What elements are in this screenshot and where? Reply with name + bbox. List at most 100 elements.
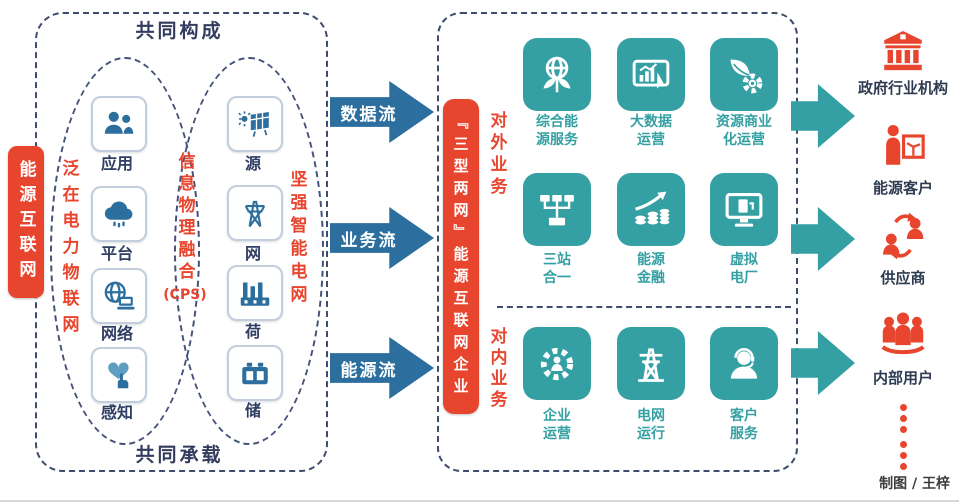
energy-flow-arrow: 能源流 bbox=[330, 337, 434, 399]
out-arrow-2 bbox=[791, 207, 855, 271]
tile-application bbox=[91, 96, 147, 152]
tile-grid bbox=[227, 185, 283, 241]
label-line: 金融 bbox=[637, 270, 665, 286]
ellipsis-dot bbox=[900, 404, 907, 411]
globe-leaves-icon bbox=[535, 53, 579, 97]
transmission-tower-icon bbox=[237, 195, 273, 231]
tile-energy-service bbox=[523, 38, 591, 111]
label-line: 电厂 bbox=[730, 270, 758, 286]
people-icon bbox=[101, 106, 137, 142]
tile-big-data-label: 大数据 运营 bbox=[605, 113, 697, 149]
label-line: 资源商业 bbox=[716, 114, 772, 130]
tile-three-station-label: 三站 合一 bbox=[511, 251, 603, 287]
ellipsis-dot bbox=[900, 463, 907, 470]
label-line: 运行 bbox=[637, 426, 665, 442]
tile-customer-service bbox=[710, 327, 778, 400]
label-line: 电网 bbox=[637, 408, 665, 424]
label-line: 三站 bbox=[543, 252, 571, 268]
solar-panel-icon bbox=[237, 106, 273, 142]
label-line: 能源 bbox=[637, 252, 665, 268]
tile-enterprise-op bbox=[523, 327, 591, 400]
label-line: 大数据 bbox=[630, 114, 672, 130]
cps-vertical-label: 信息物理融合 (CPS) bbox=[163, 152, 207, 303]
cps-suffix: (CPS) bbox=[163, 287, 207, 303]
credit-text: 制图 / 王梓 bbox=[879, 476, 950, 492]
tile-sense-label: 感知 bbox=[100, 403, 133, 422]
government-building-icon bbox=[877, 26, 929, 76]
tile-load-label: 荷 bbox=[244, 322, 261, 341]
tile-source-label: 源 bbox=[244, 154, 261, 173]
stakeholder-government-label: 政府行业机构 bbox=[857, 79, 948, 97]
tile-load bbox=[227, 265, 283, 321]
stakeholder-internal-label: 内部用户 bbox=[872, 369, 933, 387]
tile-sense bbox=[91, 347, 147, 403]
tile-source bbox=[227, 96, 283, 152]
tile-resource-commercial-label: 资源商业 化运营 bbox=[698, 113, 790, 149]
headset-agent-icon bbox=[722, 342, 766, 386]
tile-big-data bbox=[617, 38, 685, 111]
stakeholder-customer-label: 能源客户 bbox=[872, 179, 933, 197]
iot-vertical-label: 泛在电力物联网 bbox=[58, 159, 79, 341]
tile-storage-label: 储 bbox=[244, 401, 261, 420]
tile-grid-run-label: 电网 运行 bbox=[605, 407, 697, 443]
label-line: 虚拟 bbox=[730, 252, 758, 268]
ellipsis-dot bbox=[900, 452, 907, 459]
label-line: 客户 bbox=[730, 408, 758, 424]
tile-grid-label: 网 bbox=[244, 244, 261, 263]
heart-hand-icon bbox=[101, 357, 137, 393]
tile-storage bbox=[227, 345, 283, 401]
tile-platform bbox=[91, 186, 147, 242]
leaf-gear-icon bbox=[722, 53, 766, 97]
supplier-exchange-icon bbox=[877, 210, 929, 262]
label-line: 化运营 bbox=[723, 132, 765, 148]
org-tree-icon bbox=[535, 188, 579, 232]
label-line: 运营 bbox=[637, 132, 665, 148]
tile-resource-commercial bbox=[710, 38, 778, 111]
tile-grid-run bbox=[617, 327, 685, 400]
tile-three-station bbox=[523, 173, 591, 246]
label-line: 源服务 bbox=[536, 132, 578, 148]
globe-laptop-icon bbox=[101, 278, 137, 314]
internal-users-icon bbox=[875, 306, 931, 360]
enterprise-center-label: 『三型两网』能源互联网企业 bbox=[443, 99, 479, 414]
power-plant-icon bbox=[237, 275, 273, 311]
tile-application-label: 应用 bbox=[100, 154, 133, 173]
cloud-icon bbox=[101, 196, 137, 232]
smart-grid-vertical-label: 坚强智能电网 bbox=[286, 170, 307, 308]
energy-internet-label: 能源互联网 bbox=[8, 146, 44, 298]
business-flow-arrow: 业务流 bbox=[330, 207, 434, 269]
label-line: 综合能 bbox=[536, 114, 578, 130]
tile-virtual-plant-label: 虚拟 电厂 bbox=[698, 251, 790, 287]
left-box-bottom-title: 共同承载 bbox=[135, 444, 224, 466]
tile-energy-service-label: 综合能 源服务 bbox=[511, 113, 603, 149]
ellipsis-dot bbox=[900, 426, 907, 433]
stakeholder-supplier-label: 供应商 bbox=[880, 269, 926, 287]
tile-energy-finance bbox=[617, 173, 685, 246]
tile-network bbox=[91, 268, 147, 324]
coins-arrow-icon bbox=[629, 188, 673, 232]
ellipsis-dot bbox=[900, 441, 907, 448]
grid-ellipse bbox=[174, 57, 324, 445]
tower-white-icon bbox=[629, 342, 673, 386]
ellipsis-dot bbox=[900, 415, 907, 422]
tablet-chart-icon bbox=[629, 53, 673, 97]
battery-icon bbox=[237, 355, 273, 391]
label-line: 企业 bbox=[543, 408, 571, 424]
tile-customer-service-label: 客户 服务 bbox=[698, 407, 790, 443]
tile-network-label: 网络 bbox=[100, 324, 133, 343]
monitor-icon bbox=[722, 188, 766, 232]
energy-customer-icon bbox=[879, 120, 929, 172]
gear-person-icon bbox=[535, 342, 579, 386]
data-flow-arrow: 数据流 bbox=[330, 81, 434, 143]
left-box-top-title: 共同构成 bbox=[135, 20, 224, 42]
business-section-divider bbox=[497, 306, 791, 308]
external-business-label: 对外业务 bbox=[486, 111, 507, 199]
tile-energy-finance-label: 能源 金融 bbox=[605, 251, 697, 287]
label-line: 服务 bbox=[730, 426, 758, 442]
tile-enterprise-op-label: 企业 运营 bbox=[511, 407, 603, 443]
label-line: 运营 bbox=[543, 426, 571, 442]
label-line: 合一 bbox=[543, 270, 571, 286]
internal-business-label: 对内业务 bbox=[486, 327, 507, 411]
tile-platform-label: 平台 bbox=[100, 244, 133, 263]
